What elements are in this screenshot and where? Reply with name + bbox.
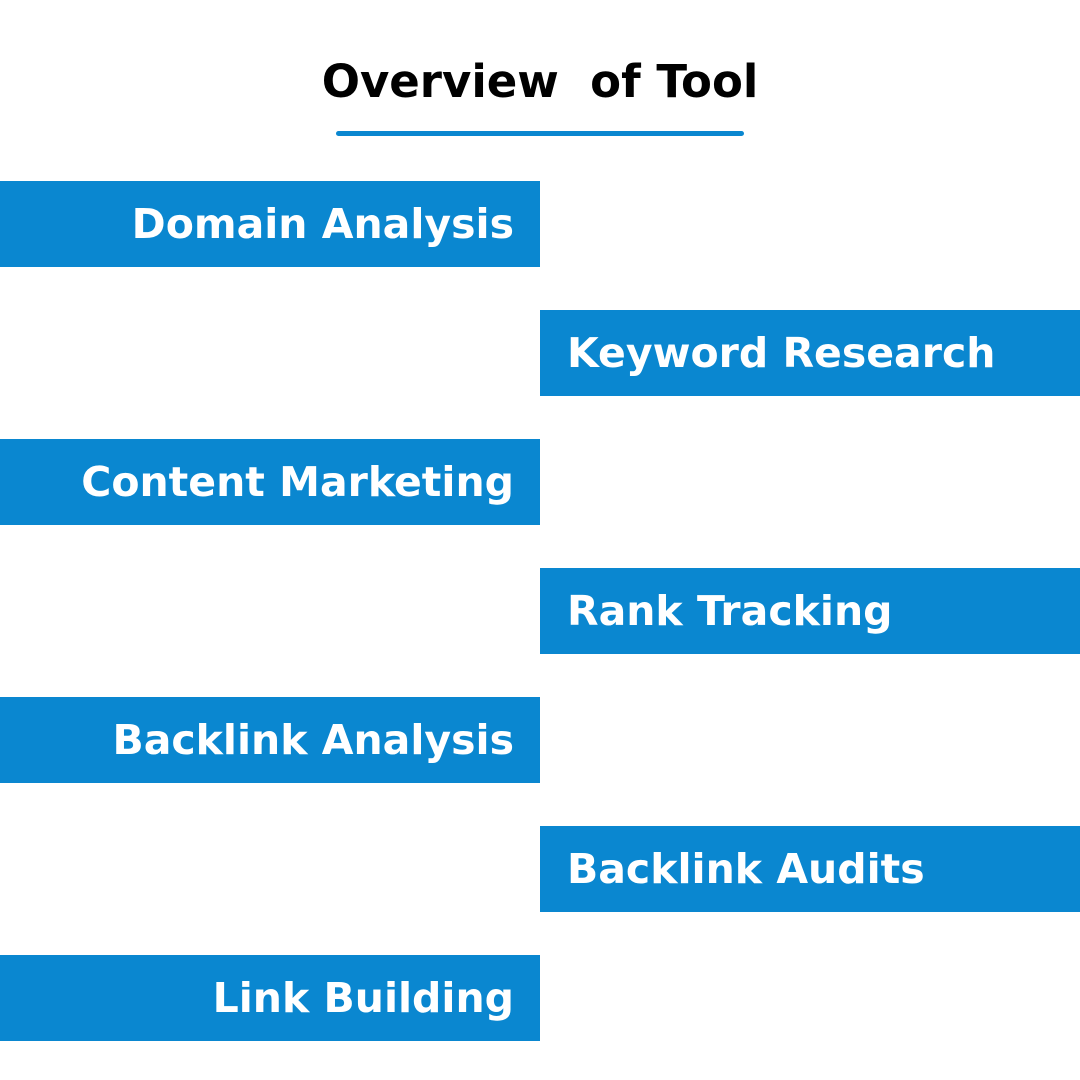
feature-label: Backlink Audits bbox=[567, 845, 925, 893]
feature-label: Rank Tracking bbox=[567, 587, 893, 635]
feature-label: Link Building bbox=[212, 974, 514, 1022]
feature-label: Content Marketing bbox=[81, 458, 514, 506]
feature-bar-link-building: Link Building bbox=[0, 955, 540, 1041]
feature-bar-rank-tracking: Rank Tracking bbox=[540, 568, 1080, 654]
title-underline bbox=[336, 131, 744, 136]
feature-bar-backlink-audits: Backlink Audits bbox=[540, 826, 1080, 912]
feature-label: Keyword Research bbox=[567, 329, 996, 377]
feature-bar-domain-analysis: Domain Analysis bbox=[0, 181, 540, 267]
feature-label: Domain Analysis bbox=[131, 200, 514, 248]
feature-bar-keyword-research: Keyword Research bbox=[540, 310, 1080, 396]
feature-label: Backlink Analysis bbox=[112, 716, 514, 764]
page-title: Overview of Tool bbox=[321, 55, 759, 108]
feature-bar-backlink-analysis: Backlink Analysis bbox=[0, 697, 540, 783]
feature-bar-content-marketing: Content Marketing bbox=[0, 439, 540, 525]
